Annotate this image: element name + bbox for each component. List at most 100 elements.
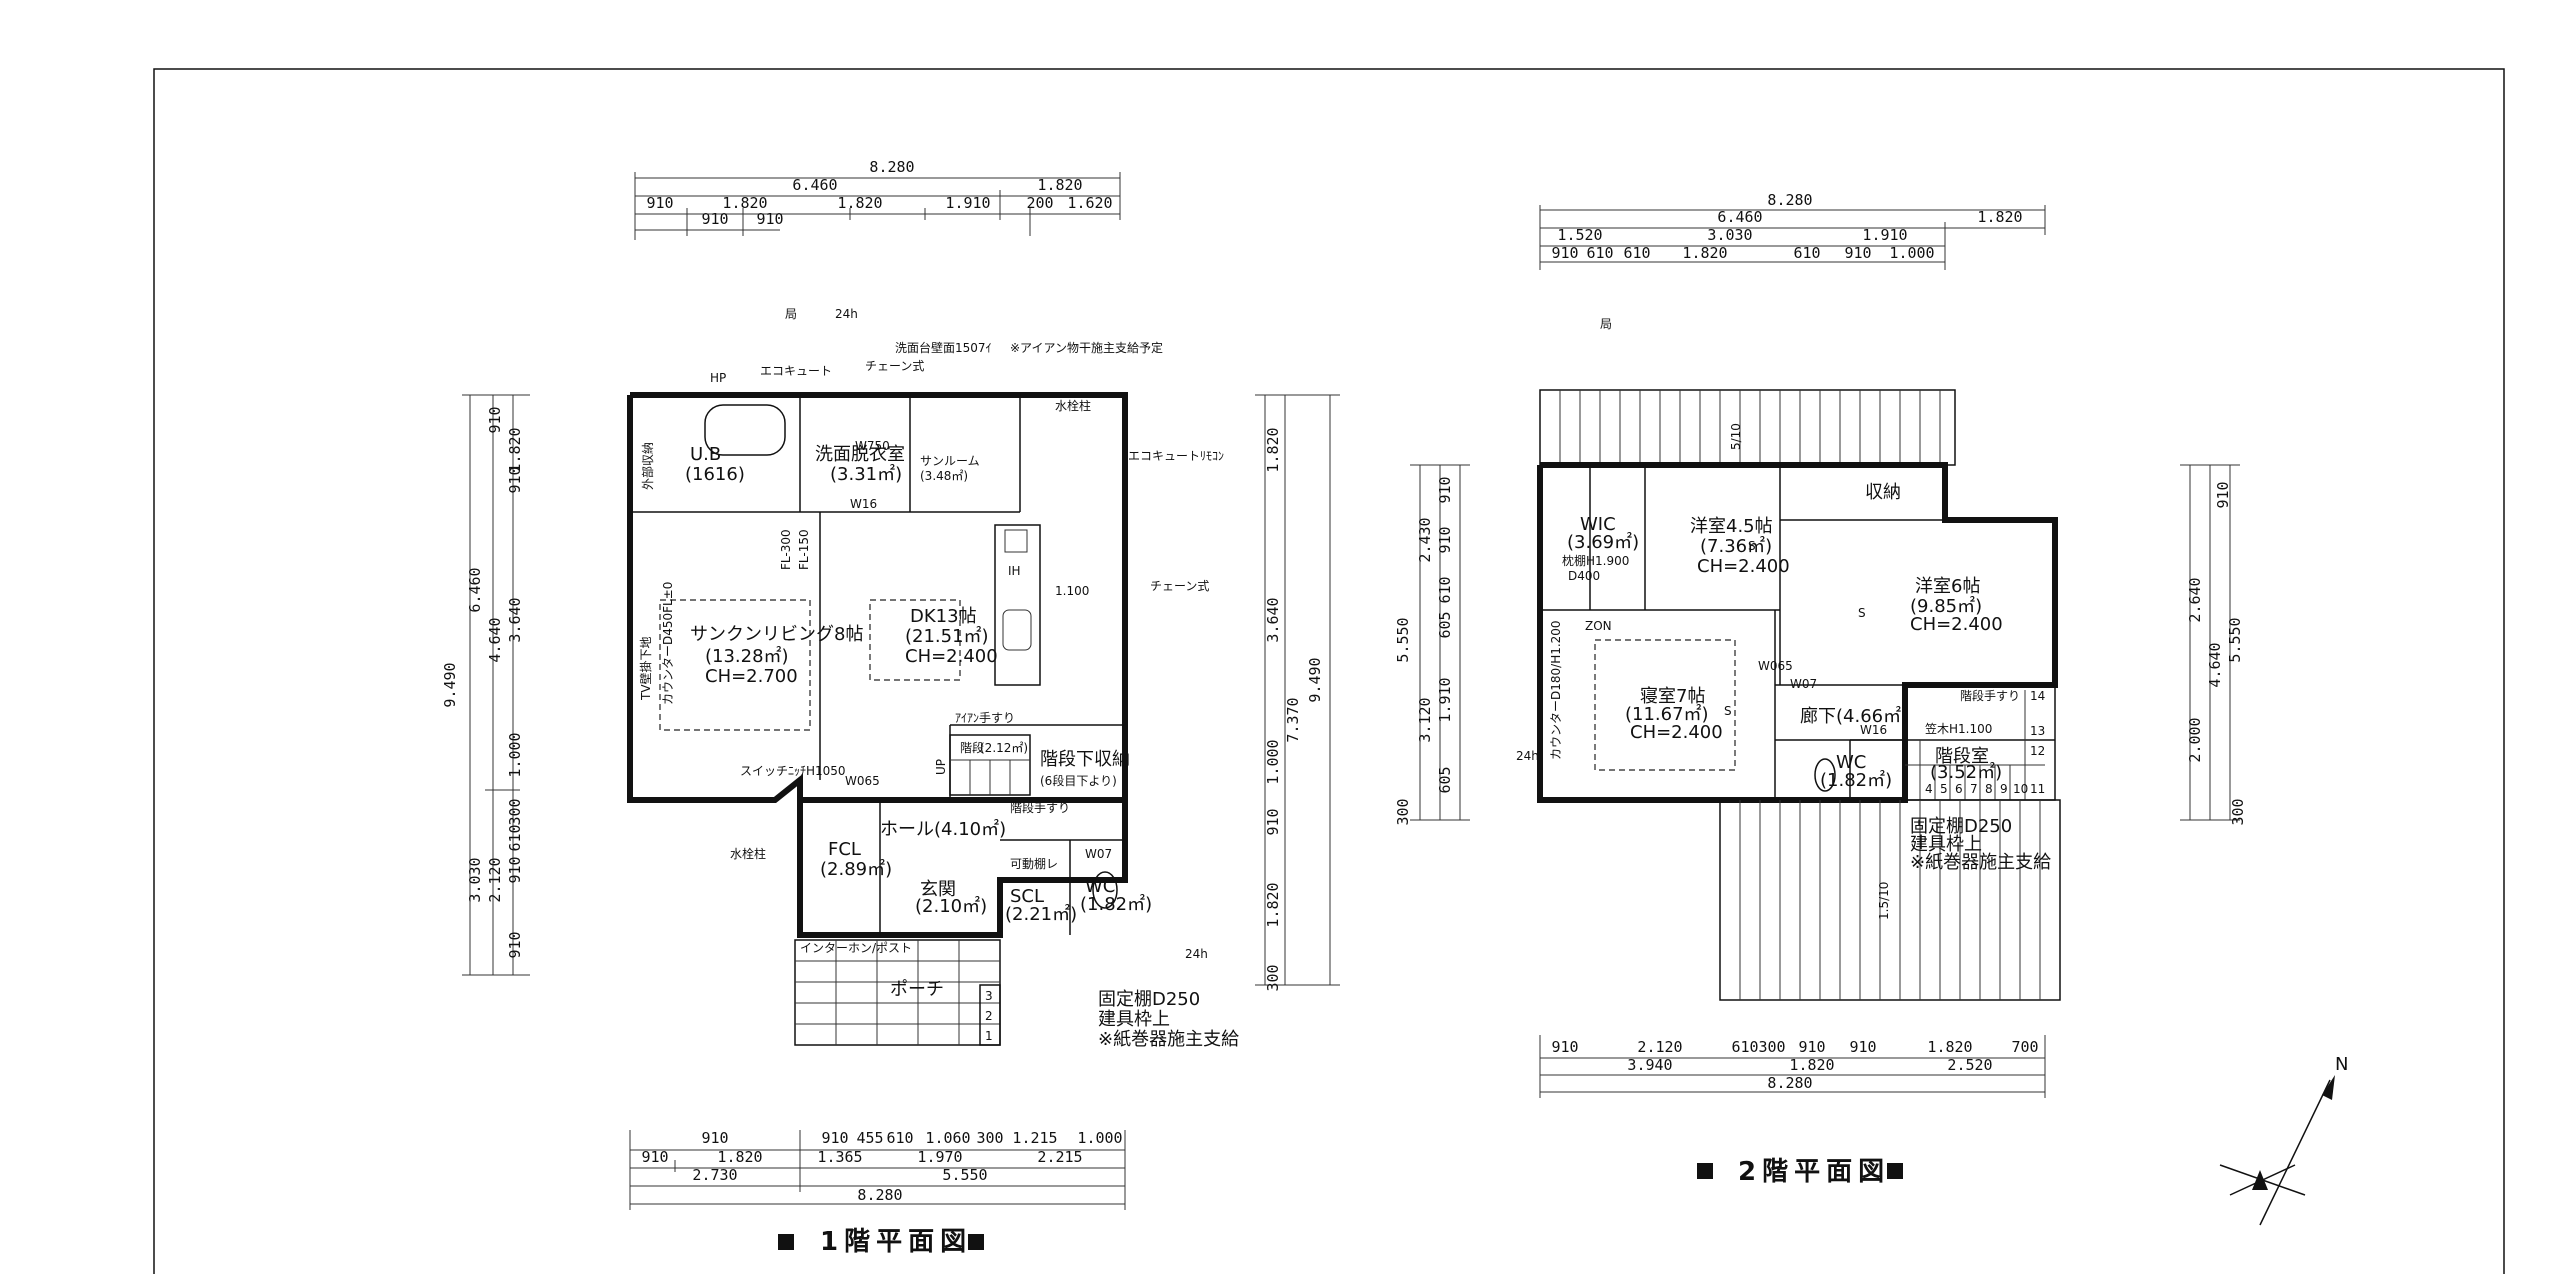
f1-dim-bot-r1-3: 1.060 bbox=[925, 1129, 970, 1147]
f2-caption-text: 2階平面図 bbox=[1738, 1157, 1890, 1187]
f2-wic-area: (3.69㎡) bbox=[1567, 531, 1639, 553]
f2-dim-right-a3: 300 bbox=[2229, 798, 2247, 825]
f2-note-s3: S bbox=[1724, 704, 1732, 718]
f2-dim-top-r3-2: 1.910 bbox=[1862, 226, 1907, 244]
f1-stair-area: (2.12㎡) bbox=[980, 741, 1028, 755]
f1-dim-top-r4-1: 910 bbox=[756, 210, 783, 228]
f1-living-name: サンクンリビング8帖 bbox=[690, 624, 863, 645]
f2-wic-depth: D400 bbox=[1568, 569, 1600, 583]
f2-west-name: 洋室4.5帖 bbox=[1690, 516, 1773, 537]
f1-dim-bot-r2-0: 910 bbox=[641, 1148, 668, 1166]
f1-caption: 1階平面図 bbox=[778, 1227, 984, 1257]
f1-dim-right-a2: 1.000 bbox=[1264, 739, 1282, 784]
f1-sun-area: (3.48㎡) bbox=[920, 469, 968, 483]
f1-dim-bot-r2-3: 1.970 bbox=[917, 1148, 962, 1166]
f1-dim-total-top: 8.280 bbox=[869, 158, 914, 176]
f1-stair-storage-sub: (6段目下より) bbox=[1040, 773, 1117, 788]
f1-note-w750: W750 bbox=[855, 439, 890, 453]
f1-dim-top-b: 1.820 bbox=[1037, 176, 1082, 194]
f1-dim-bot-r1-1: 455 bbox=[856, 1129, 883, 1147]
f1-stair bbox=[949, 734, 1031, 796]
f2-bed-name: 寝室7帖 bbox=[1640, 686, 1705, 707]
f2-dim-left-b2: 610 bbox=[1436, 576, 1454, 603]
f1-toilet-icon bbox=[1092, 871, 1118, 909]
f1-dim-bot-r1-0b: 910 bbox=[821, 1129, 848, 1147]
f1-sink-icon bbox=[1002, 609, 1032, 651]
f2-dim-top-r4-1: 610 bbox=[1586, 244, 1613, 262]
f2-east-ch: CH=2.400 bbox=[1910, 614, 2003, 635]
f2-note-zon: ZON bbox=[1585, 619, 1612, 633]
f1-dim-top-r3-5: 1.620 bbox=[1067, 194, 1112, 212]
f1-note-stair-handrail: 階段手すり bbox=[1010, 800, 1070, 815]
f1-dk-ch: CH=2.400 bbox=[905, 646, 998, 667]
f2-west-area: (7.36㎡) bbox=[1700, 535, 1772, 557]
floor1-dims-top: 8.280 6.460 1.820 910 1.820 1.820 1.910 … bbox=[634, 158, 1121, 240]
f2-dim-right-a0: 910 bbox=[2214, 481, 2232, 508]
f2-dim-top-r3-0: 1.520 bbox=[1557, 226, 1602, 244]
f1-bathtub-icon bbox=[704, 404, 786, 456]
f1-dim-bot-r1-2: 610 bbox=[886, 1129, 913, 1147]
floor2-dims-left: 5.550 2.430 3.120 910 910 610 605 1.910 … bbox=[1394, 464, 1470, 826]
f2-wc-name: WC bbox=[1836, 752, 1866, 773]
f1-scl-name: SCL bbox=[1010, 886, 1044, 907]
f2-dim-bot-total: 8.280 bbox=[1767, 1074, 1812, 1092]
f2-step-5: 5 bbox=[1940, 782, 1948, 796]
f1-dim-top-a: 6.460 bbox=[792, 176, 837, 194]
f1-note-24h-2: 24h bbox=[1185, 947, 1208, 961]
f2-east-name: 洋室6帖 bbox=[1915, 576, 1980, 597]
f1-note-chain2: チェーン式 bbox=[1150, 579, 1209, 593]
f1-dim-left-c0: 910 bbox=[486, 406, 504, 433]
f1-dim-top-r4-0: 910 bbox=[701, 210, 728, 228]
f2-note-w065: W065 bbox=[1758, 659, 1793, 673]
f1-ub-name: U.B bbox=[690, 444, 721, 465]
f1-living-ch: CH=2.700 bbox=[705, 666, 798, 687]
f2-dim-right-a1: 2.640 bbox=[2186, 577, 2204, 622]
sheet-border bbox=[153, 68, 2505, 1274]
f1-dim-left-b0: 3.640 bbox=[506, 597, 524, 642]
f1-dim-bot-r1-6: 1.000 bbox=[1077, 1129, 1122, 1147]
f1-dim-right-total: 9.490 bbox=[1306, 657, 1324, 702]
f2-slope-south: 1.5/10 bbox=[1877, 882, 1891, 920]
f1-note-paper: ※紙巻器施主支給 bbox=[1098, 1029, 1239, 1050]
f1-caption-text: 1階平面図 bbox=[820, 1227, 972, 1257]
f1-dim-bot-r3-0: 2.730 bbox=[692, 1166, 737, 1184]
f1-sun-name: サンルーム bbox=[920, 454, 980, 468]
f1-note-chain: チェーン式 bbox=[865, 359, 924, 373]
f2-dim-left-b0: 910 bbox=[1436, 476, 1454, 503]
f1-note-iron: ※アイアン物干施主支給予定 bbox=[1010, 340, 1163, 355]
f1-dim-bot-r2-2: 1.365 bbox=[817, 1148, 862, 1166]
f2-dim-right-total: 5.550 bbox=[2226, 617, 2244, 662]
f2-east-area: (9.85㎡) bbox=[1910, 595, 1982, 617]
f2-wc-area: (1.82㎡) bbox=[1820, 769, 1892, 791]
f1-note-water-tap: 水栓柱 bbox=[1055, 398, 1091, 413]
f2-dim-left-b1: 910 bbox=[1436, 526, 1454, 553]
f1-dim-right-a3: 910 bbox=[1264, 808, 1282, 835]
f1-wc-area: (1.82㎡) bbox=[1080, 893, 1152, 915]
f2-storage: 収納 bbox=[1865, 482, 1901, 503]
f2-step-14: 14 bbox=[2030, 689, 2045, 703]
f2-dim-bot-r1-7: 700 bbox=[2011, 1038, 2038, 1056]
f1-wash-area: (3.31㎡) bbox=[830, 463, 902, 485]
f1-note-1100: 1.100 bbox=[1055, 584, 1089, 598]
f1-dim-left-mid0: 6.460 bbox=[466, 567, 484, 612]
f2-bed-area: (11.67㎡) bbox=[1625, 703, 1709, 725]
f2-caption: 2階平面図 bbox=[1697, 1157, 1903, 1187]
f2-note-24h: 24h bbox=[1516, 749, 1539, 763]
f1-sunken-living-area bbox=[659, 599, 811, 731]
f2-step-4: 4 bbox=[1925, 782, 1933, 796]
f2-dim-top-r4-5: 910 bbox=[1844, 244, 1871, 262]
f1-dk-area: (21.51㎡) bbox=[905, 625, 989, 647]
f1-note-water-tap2: 水栓柱 bbox=[730, 846, 766, 861]
f1-note-hp: HP bbox=[710, 371, 726, 385]
f1-genkan-name: 玄関 bbox=[920, 879, 956, 900]
f2-dim-bot-r2-1: 1.820 bbox=[1789, 1056, 1834, 1074]
f1-note-fl300: FL-300 bbox=[779, 529, 793, 570]
f1-porch: ポーチ bbox=[890, 979, 944, 1000]
f2-hall: 廊下(4.66㎡) bbox=[1800, 705, 1908, 727]
f1-note-washbasin: 洗面台壁面1507ｲ bbox=[895, 340, 992, 355]
f2-dim-left-b4: 1.910 bbox=[1436, 677, 1454, 722]
f2-note-fixed-shelf: 固定棚D250 bbox=[1910, 816, 2012, 837]
floor1-dims-left: 9.490 6.460 3.030 4.640 2.120 3.640 1.00… bbox=[441, 394, 530, 976]
f2-step-11: 11 bbox=[2030, 782, 2045, 796]
f1-dim-right-a5: 300 bbox=[1264, 964, 1282, 991]
